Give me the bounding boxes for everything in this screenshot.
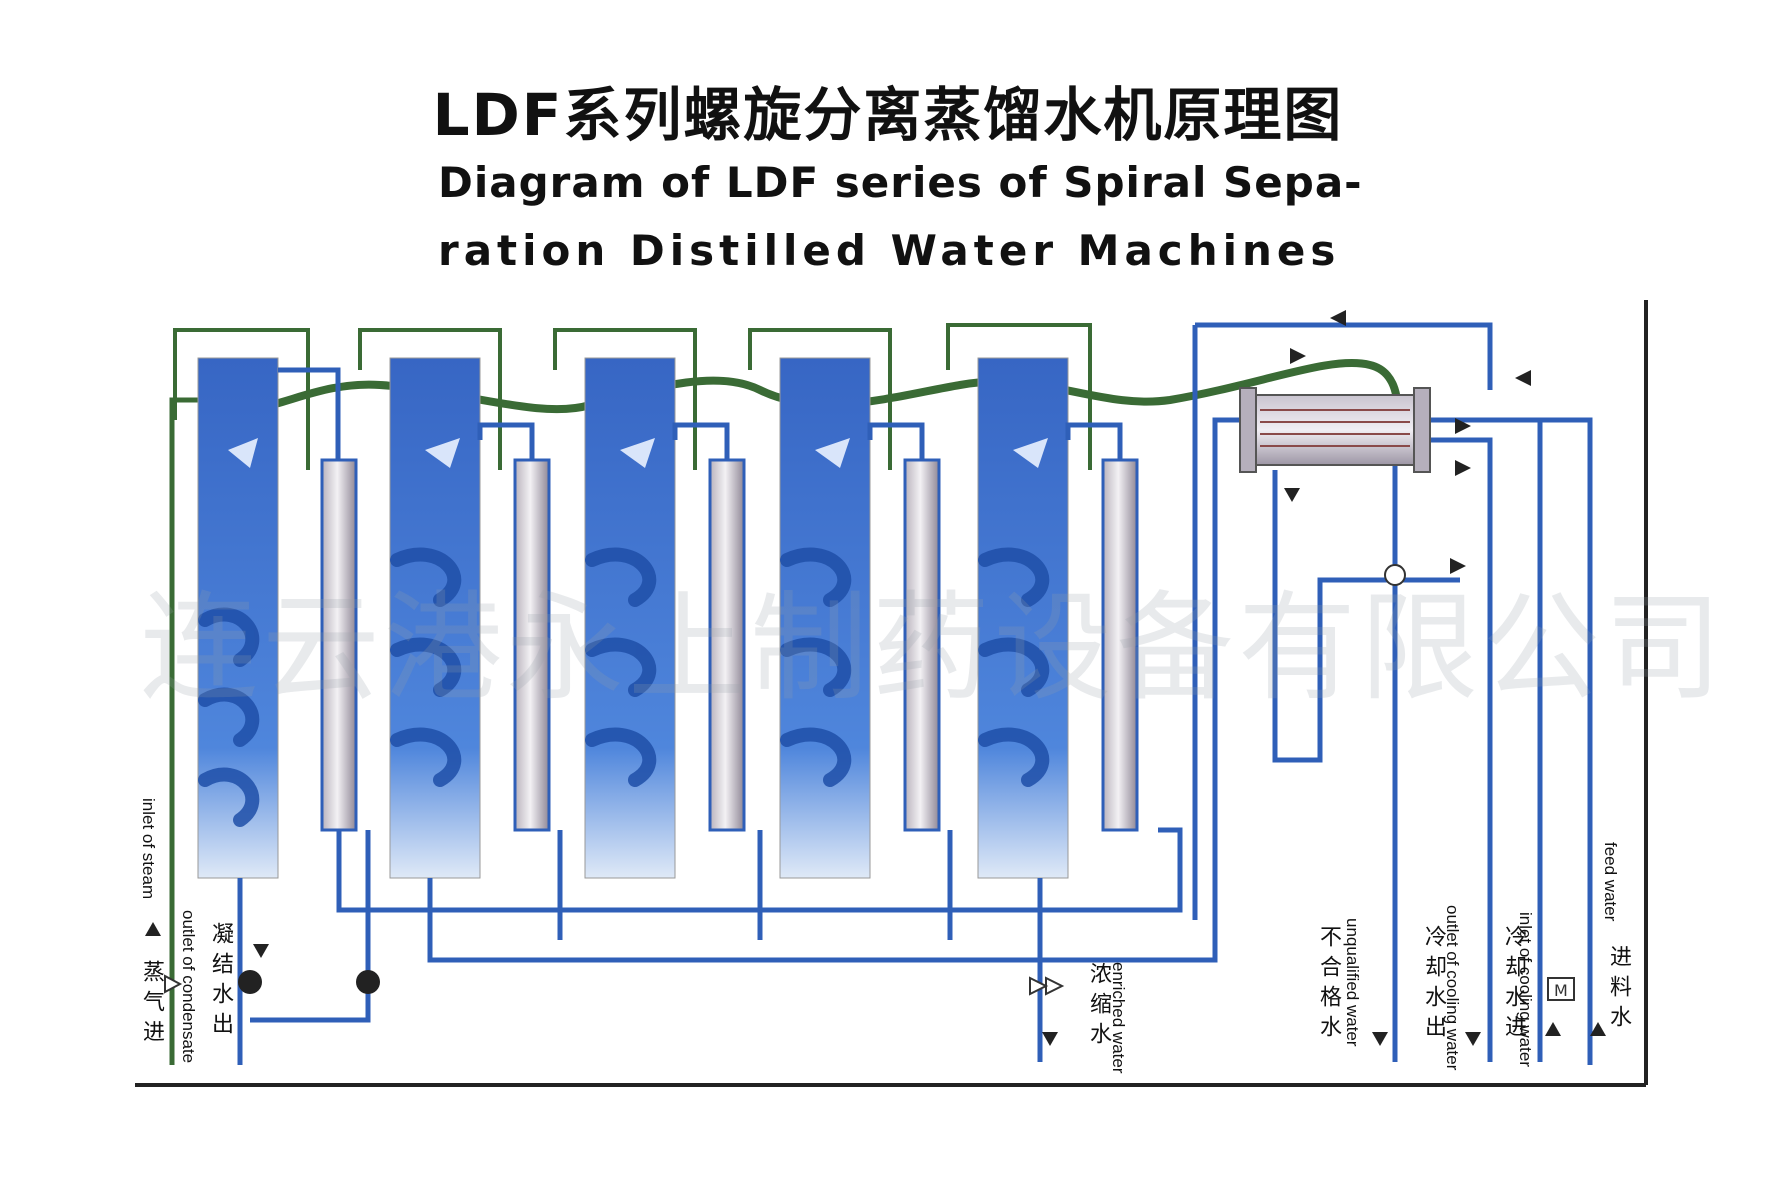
spiral-bands <box>198 547 1050 827</box>
arrow-top-return <box>1330 310 1346 326</box>
label-cooling-in-cn: 冷却水进 <box>1501 925 1526 1045</box>
condenser-end-right <box>1413 387 1431 473</box>
label-cooling-in-en: inlet of cooling water <box>1516 912 1535 1067</box>
condenser-end-left <box>1239 387 1257 473</box>
steam-trap-2 <box>356 970 380 994</box>
company-watermark: 连云港永上制药设备有限公司 <box>140 579 1727 717</box>
motor-label: M <box>1554 981 1568 1000</box>
label-feed-cn: 进料水 <box>1606 945 1631 1035</box>
motor-valve-box <box>1547 977 1575 1001</box>
valves <box>164 564 1575 1001</box>
direction-arrows <box>145 310 1606 1046</box>
flow-arrows <box>228 438 1048 468</box>
title-chinese: LDF系列螺旋分离蒸馏水机原理图 <box>432 81 1344 149</box>
label-inlet-steam-cn: 蒸气进 <box>139 960 164 1050</box>
label-unqualified-en: unqualified water <box>1343 918 1362 1047</box>
arrow-to-condenser <box>1290 348 1306 364</box>
effect-columns <box>197 357 1069 879</box>
label-unqualified-cn: 不合格水 <box>1316 925 1341 1045</box>
label-inlet-steam-en: inlet of steam <box>139 798 158 900</box>
condenser-tubes <box>1260 409 1410 447</box>
three-way-valve <box>1384 564 1406 586</box>
steam-trap-1 <box>238 970 262 994</box>
separators <box>320 458 1139 832</box>
arrow-unqualified-out <box>1372 1032 1388 1046</box>
label-enriched-en: enriched water <box>1109 962 1128 1074</box>
arrow-cooling-top <box>1455 418 1471 434</box>
separator-5 <box>1101 458 1139 832</box>
label-cooling-out-en: outlet of cooling water <box>1443 905 1462 1071</box>
effect-column-3 <box>584 357 676 879</box>
arrow-feed-in <box>1590 1022 1606 1036</box>
enriched-water-valve <box>1045 976 1065 996</box>
arrow-cooling-in <box>1545 1022 1561 1036</box>
effect-column-5 <box>977 357 1069 879</box>
label-cooling-out-cn: 冷却水出 <box>1421 925 1446 1045</box>
title-english-line2: ration Distilled Water Machines <box>438 226 1341 275</box>
arrow-distillate-down <box>1284 488 1300 502</box>
separator-3 <box>708 458 746 832</box>
arrow-cooling-out <box>1465 1032 1481 1046</box>
separator-4 <box>903 458 941 832</box>
steam-traps <box>238 970 380 994</box>
arrow-feed-top <box>1515 370 1531 386</box>
arrow-cooling-mid <box>1455 460 1471 476</box>
condenser <box>1239 387 1431 473</box>
separator-2 <box>513 458 551 832</box>
label-condensate-en: outlet of condensate <box>179 910 198 1064</box>
effect-column-2 <box>389 357 481 879</box>
label-enriched-cn: 浓缩水 <box>1086 962 1111 1052</box>
effect-column-4 <box>779 357 871 879</box>
steam-inlet-valve <box>164 974 183 994</box>
blue-pipework <box>237 322 1593 1065</box>
arrow-condensate-out <box>253 944 269 958</box>
steam-inlet-pipe <box>169 397 200 1065</box>
arrow-enriched-out <box>1042 1032 1058 1046</box>
label-feed-en: feed water <box>1601 842 1620 922</box>
label-condensate-cn: 凝结水出 <box>208 922 233 1042</box>
condenser-shell <box>1249 394 1421 466</box>
title-english-line1: Diagram of LDF series of Spiral Sepa- <box>438 158 1363 207</box>
arrow-valve-out <box>1450 558 1466 574</box>
arrow-steam-in <box>145 922 161 936</box>
